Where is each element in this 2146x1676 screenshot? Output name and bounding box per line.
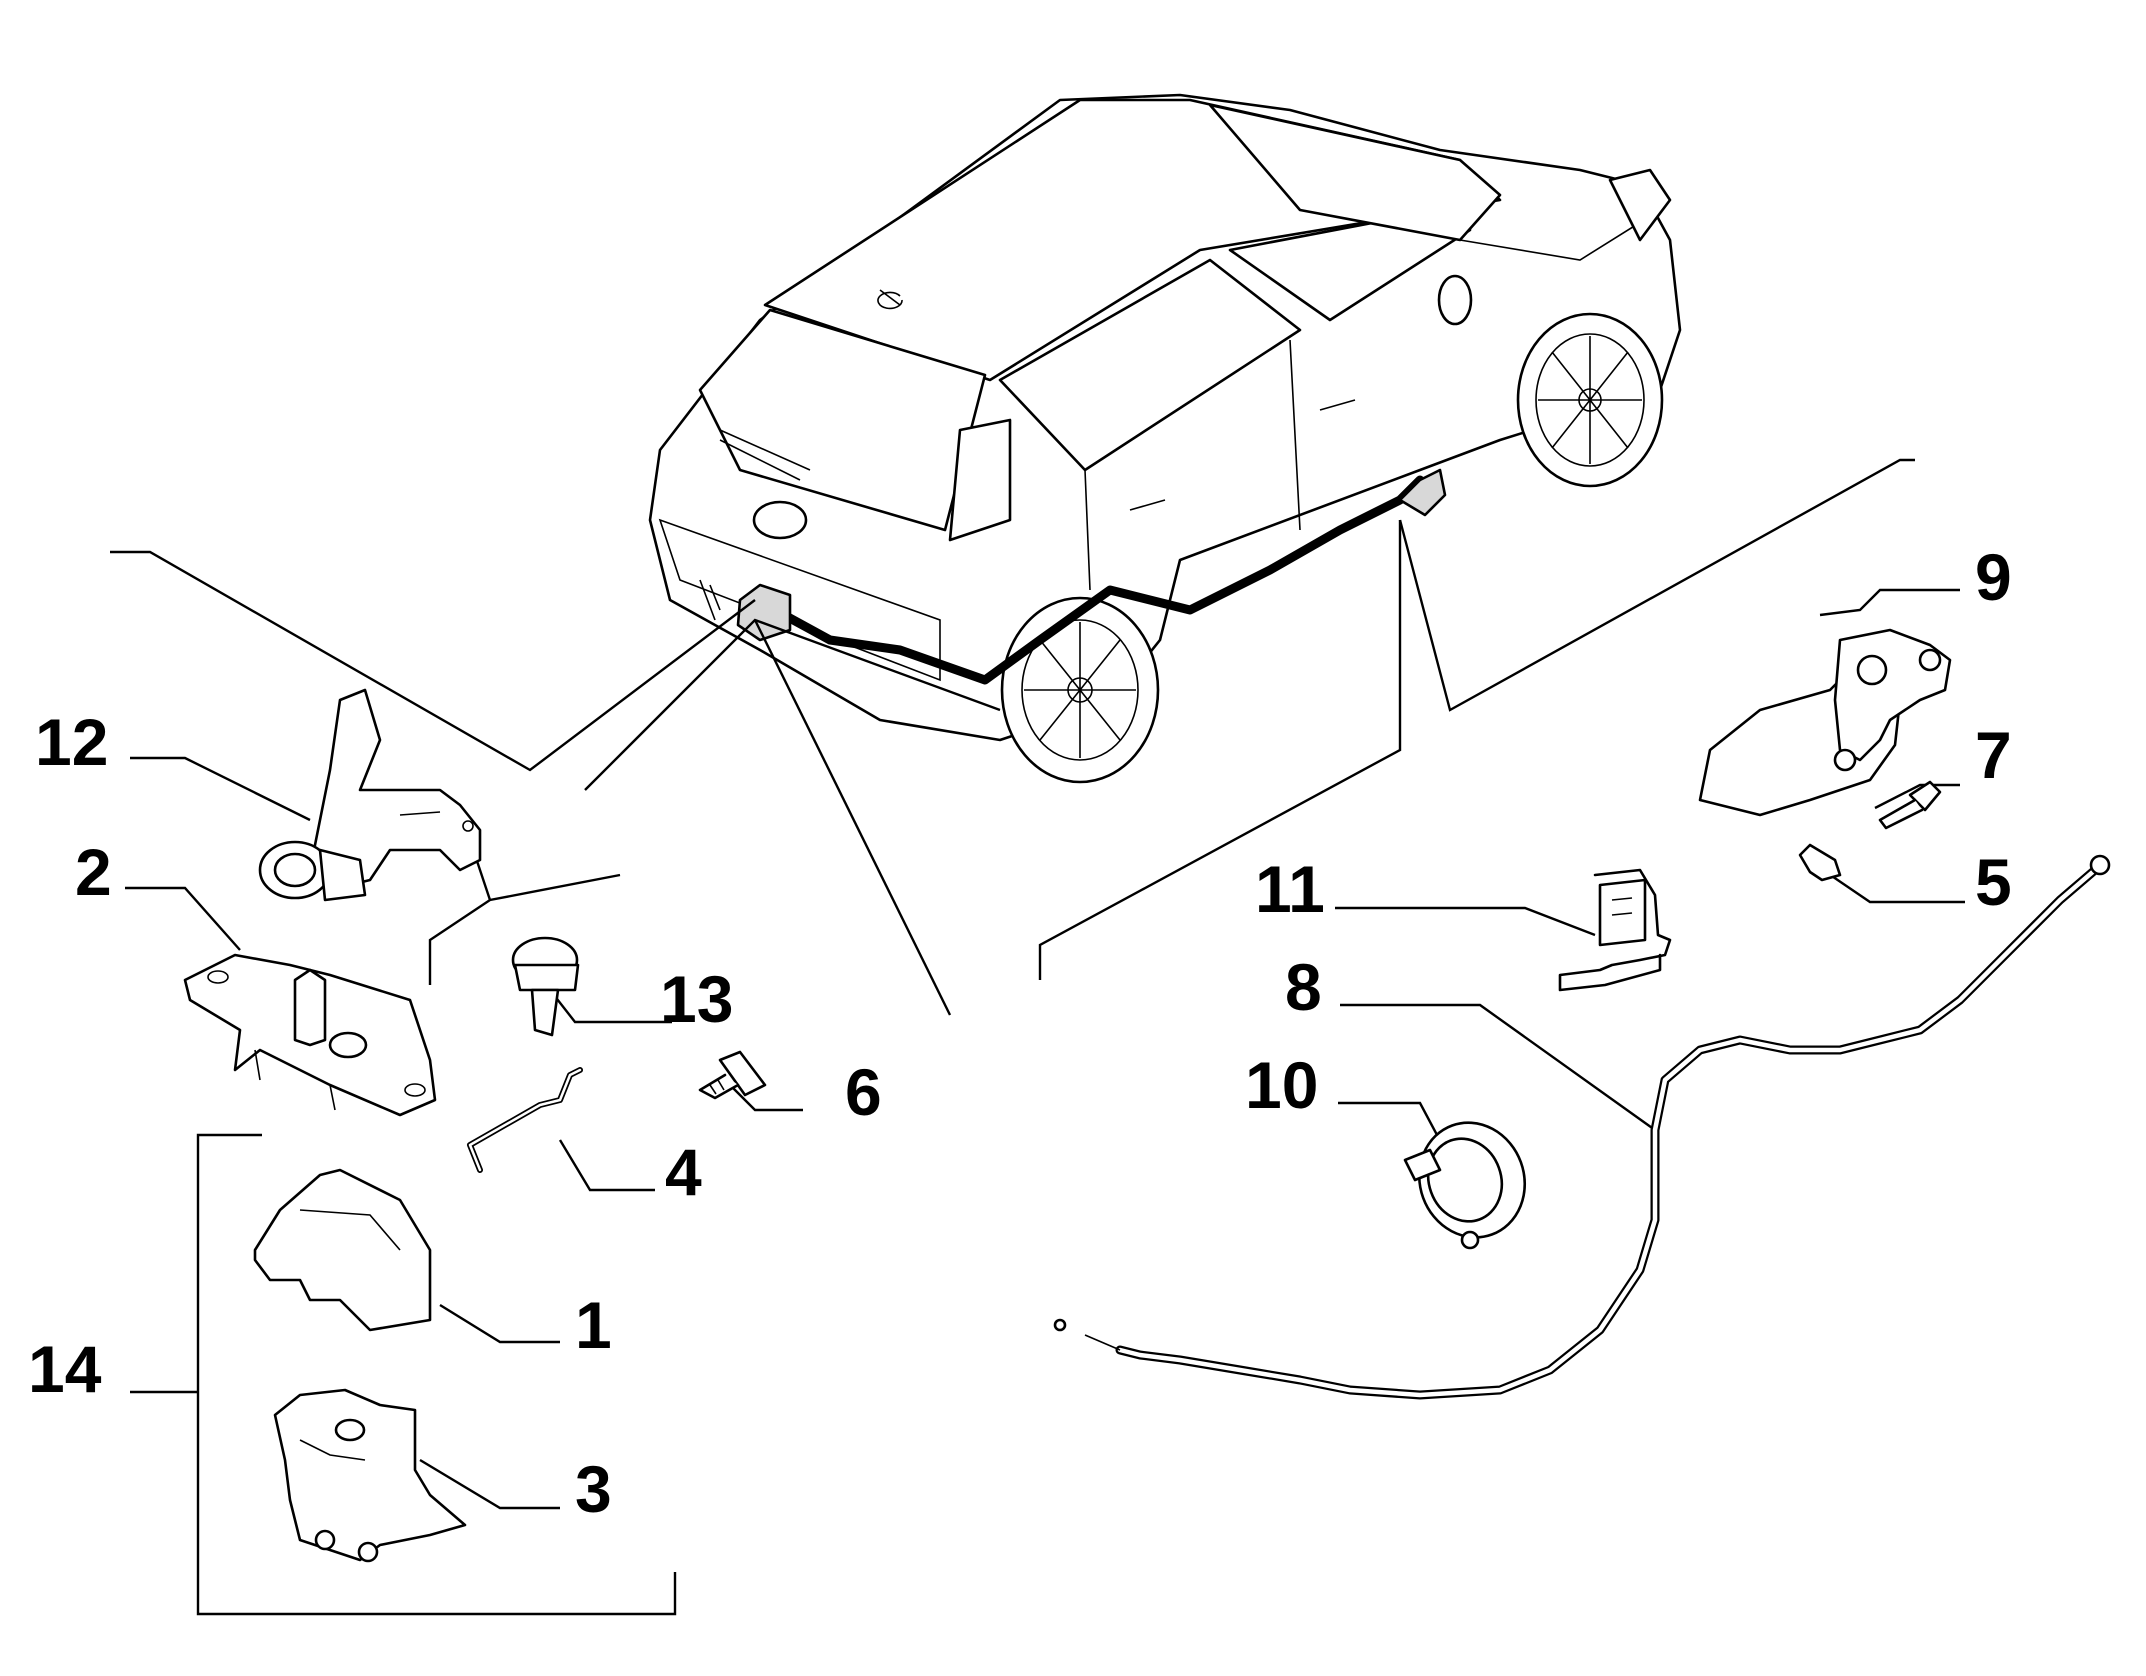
label-7: 7 [1975, 718, 2012, 792]
part-10-grommet [1403, 1121, 1527, 1250]
leader-lines [110, 458, 1965, 1616]
car-illustration [648, 93, 1682, 784]
label-1: 1 [575, 1288, 612, 1362]
part-labels: 12 2 13 6 4 1 14 3 9 7 5 11 8 10 [28, 540, 2012, 1526]
label-4: 4 [665, 1135, 702, 1209]
label-6: 6 [845, 1055, 882, 1129]
part-13-push-clip [511, 936, 580, 1037]
part-11-clip [1558, 868, 1672, 992]
part-8-release-cable [1053, 854, 2111, 1400]
label-10: 10 [1245, 1048, 1318, 1122]
label-2: 2 [75, 835, 112, 909]
label-3: 3 [575, 1452, 612, 1526]
part-6-screw [698, 1050, 767, 1100]
part-3-lock-body [273, 1388, 467, 1563]
part-7-bolt [1878, 780, 1942, 830]
label-9: 9 [1975, 540, 2012, 614]
label-11: 11 [1255, 852, 1325, 926]
label-5: 5 [1975, 845, 2012, 919]
part-9-handle [1698, 628, 1952, 817]
part-5-pin [1798, 843, 1842, 882]
part-2-latch-plate [183, 953, 437, 1117]
part-12-lock-bracket [258, 688, 482, 902]
label-13: 13 [660, 962, 733, 1036]
label-8: 8 [1285, 950, 1322, 1024]
part-4-spring-wire [467, 1067, 583, 1173]
label-14: 14 [28, 1332, 102, 1406]
label-12: 12 [35, 705, 108, 779]
part-1-cover [253, 1168, 432, 1332]
